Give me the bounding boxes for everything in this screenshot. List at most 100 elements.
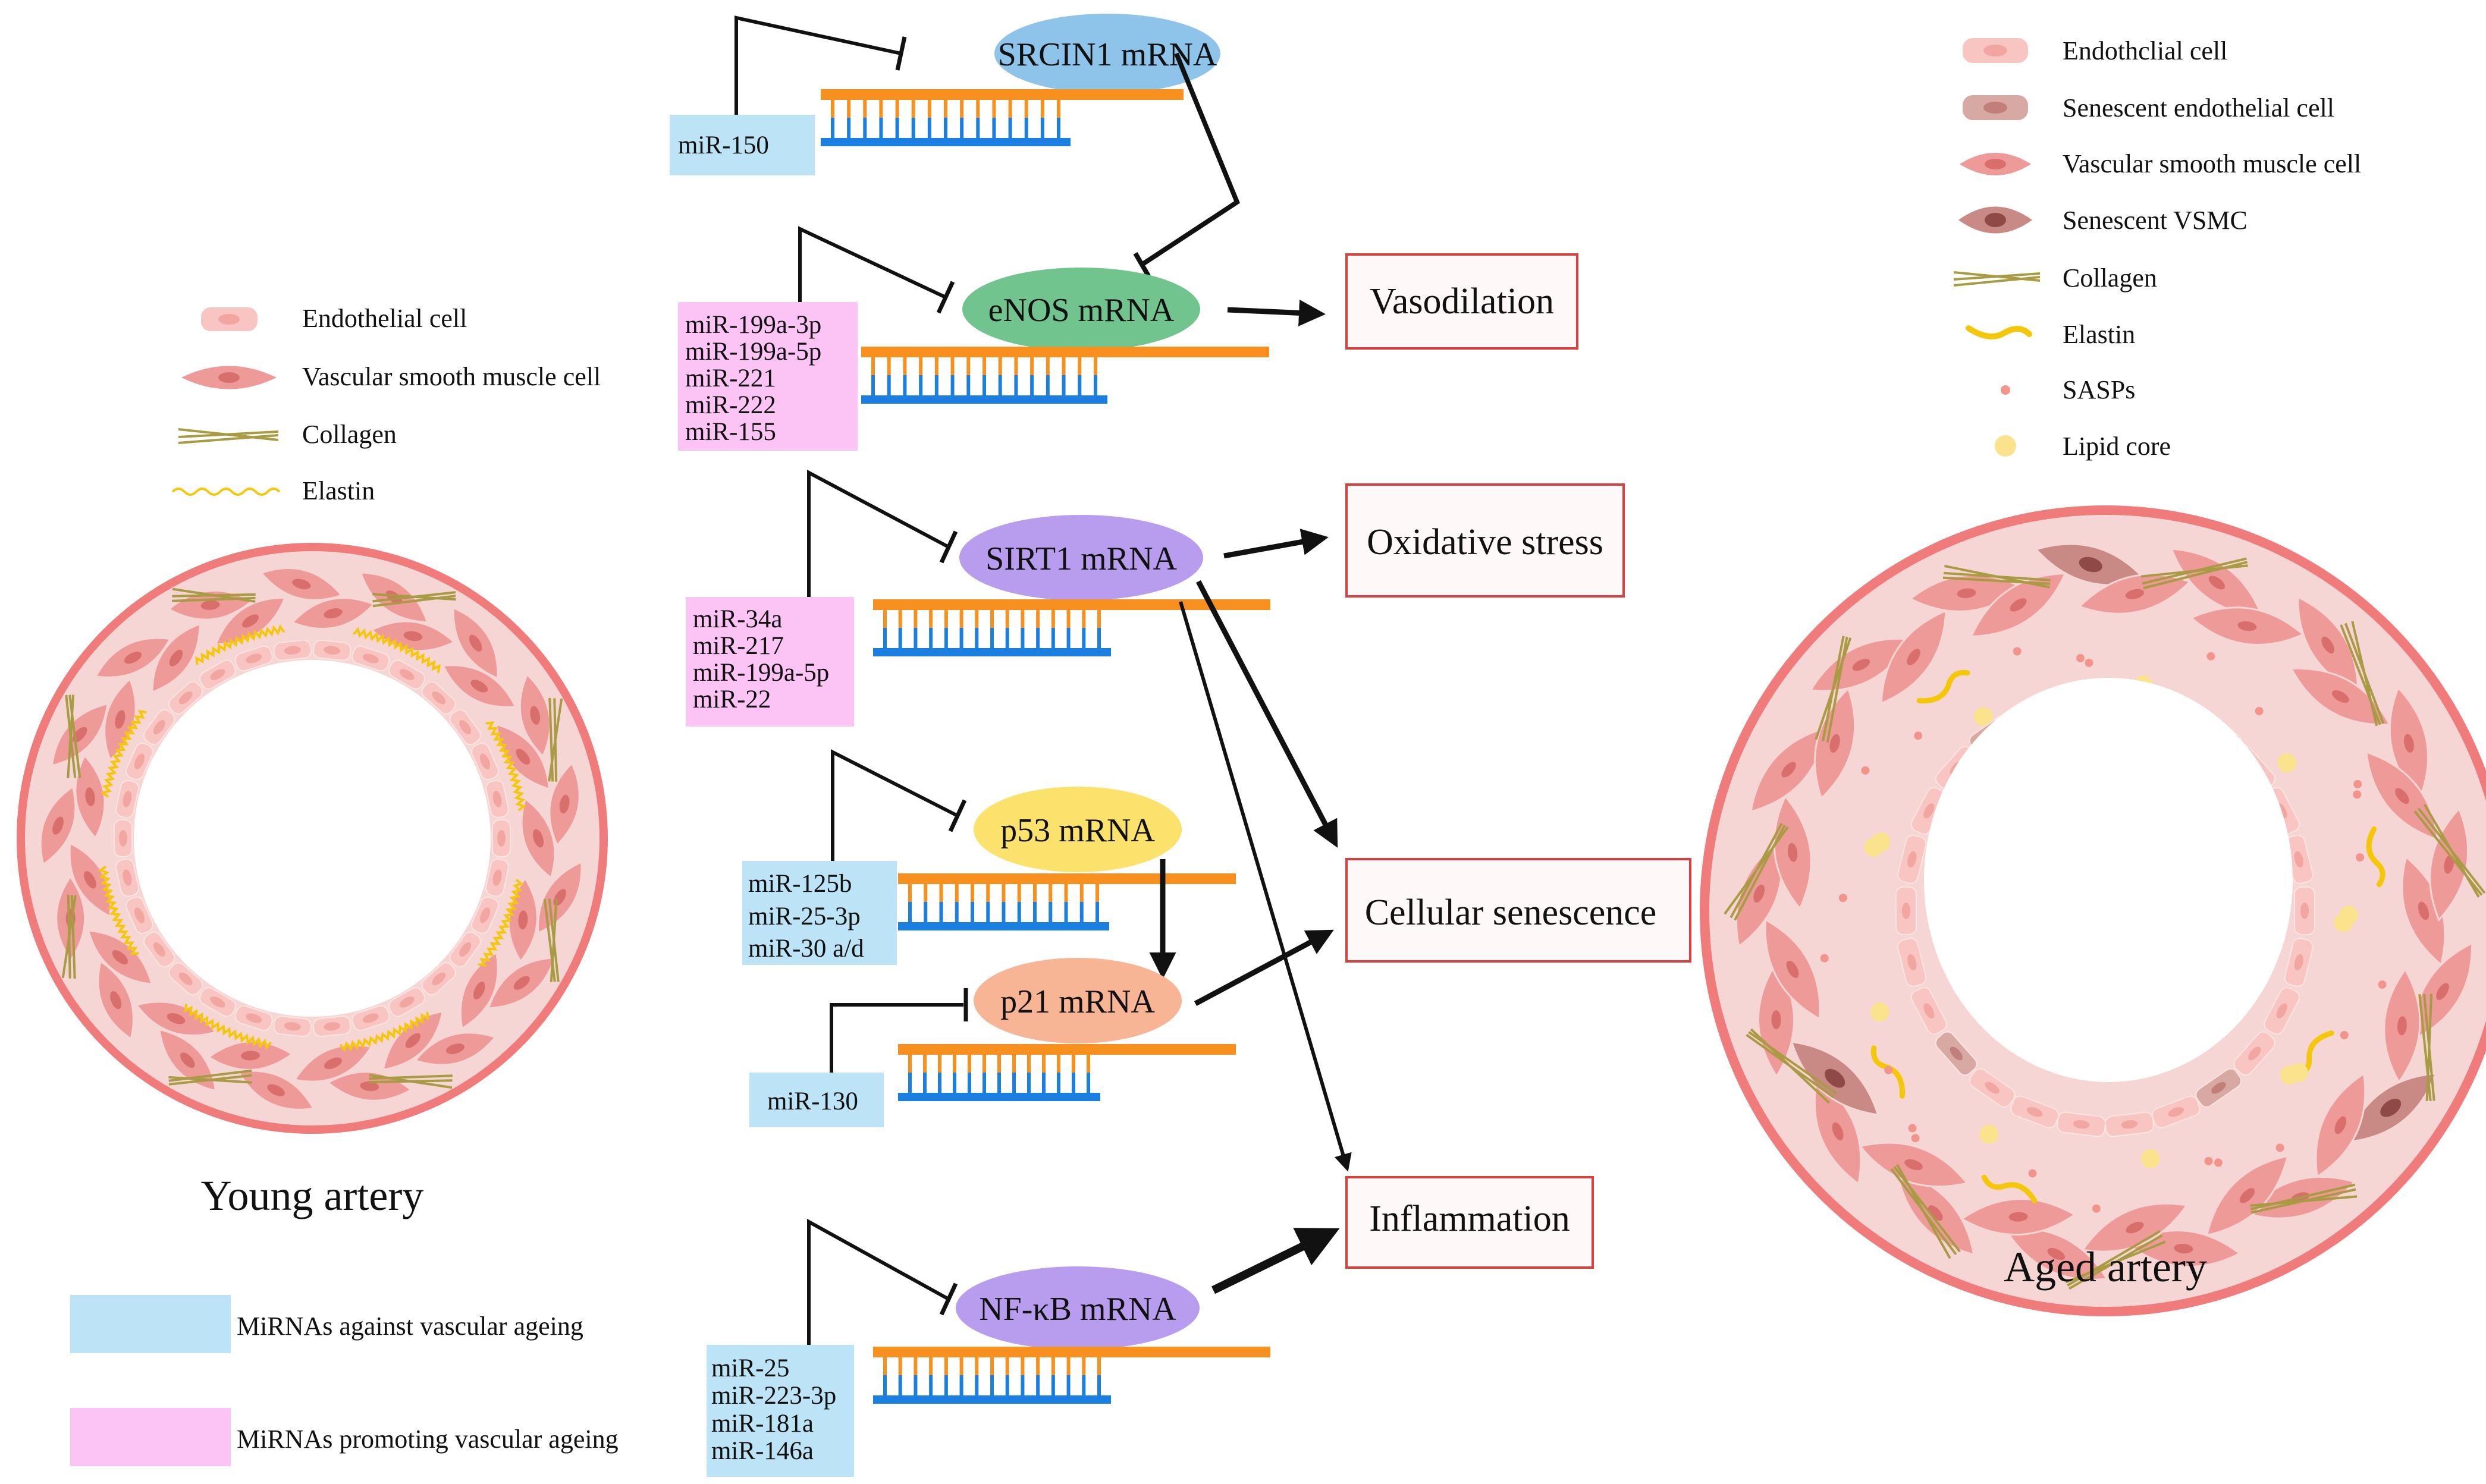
srcin1-mrna-node (994, 14, 1220, 93)
endothelial-nucleus (1907, 851, 1917, 868)
vsmc-cell (291, 597, 375, 630)
nfkb-mirna-2: miR-181a (711, 1410, 814, 1438)
sirt1-to-inflammation-arrow (1179, 601, 1352, 1172)
collagen-fiber (2068, 1234, 2163, 1290)
endothelial-nucleus (399, 996, 415, 1008)
collagen-fiber (2340, 624, 2381, 725)
endothelial-cell (471, 896, 499, 934)
vsmc-nucleus (2321, 636, 2335, 654)
endothelial-cell (2284, 938, 2314, 987)
young-artery-title: Young artery (201, 1172, 424, 1219)
elastin-strand (1916, 669, 1970, 704)
enos-mrna-label: eNOS mRNA (988, 292, 1175, 329)
endothelial-nucleus (362, 1013, 379, 1023)
sasp-dot (2013, 647, 2022, 656)
sirt1-mirna-box (686, 597, 854, 727)
pathway-sirt1: SIRT1 mRNA miR-34a miR-217 miR-199a-5p m… (686, 470, 1352, 1172)
lipid-droplet (2339, 906, 2358, 925)
vsmc-nucleus (110, 991, 122, 1010)
collagen-fiber (168, 1074, 252, 1086)
sasp-dot (2085, 658, 2093, 667)
sirt1-duplex (873, 599, 1270, 656)
collagen-fiber (369, 1079, 453, 1084)
p21-inhibition-line (830, 1003, 963, 1075)
vsmc-cell (487, 957, 556, 1010)
vsmc-nucleus (2239, 1188, 2255, 1203)
elastin-fiber (1916, 669, 1970, 704)
aged-legend-senescent-endothelial-icon (1963, 95, 2028, 120)
vsmc-cell (74, 754, 106, 840)
endothelial-nucleus (123, 869, 132, 886)
p53-mirna-1: miR-25-3p (748, 903, 861, 930)
elastin-fiber (101, 709, 147, 798)
endothelial-cell (471, 743, 499, 781)
endothelial-nucleus (123, 791, 132, 807)
vsmc-nucleus (1832, 1122, 1844, 1140)
pathway-srcin1: SRCIN1 mRNA miR-150 (670, 14, 1220, 175)
endothelial-nucleus (284, 1022, 301, 1031)
endothelial-nucleus (459, 942, 472, 957)
elastin-fiber (485, 721, 527, 812)
collagen-bundle (61, 895, 77, 979)
aged-legend-collagen-icon (1953, 271, 2041, 287)
senescent-endothelial-cell (2195, 1068, 2242, 1108)
collagen-fiber (172, 596, 256, 602)
young-legend-label-0: Endothelial cell (302, 304, 467, 333)
elastin-strand (2366, 826, 2385, 888)
enos-mirna-0: miR-199a-3p (685, 311, 821, 339)
srcin1-to-enos-inhibition (1140, 52, 1240, 267)
mrna-strand (873, 599, 1270, 610)
sirt1-mrna-node (959, 515, 1203, 600)
sasp-dot (2076, 653, 2085, 662)
vsmc-nucleus (2395, 788, 2409, 804)
elastin-fiber (195, 624, 285, 665)
vsmc-cell (452, 606, 499, 680)
aged-artery-title: Aged artery (2004, 1243, 2207, 1291)
nfkb-mrna-label: NF-κB mRNA (979, 1291, 1176, 1328)
elastin-fiber (2366, 826, 2385, 888)
vsmc-cell (2388, 686, 2430, 801)
enos-mirna-4: miR-155 (685, 418, 776, 446)
sasp-dot (2204, 1157, 2213, 1166)
vsmc-cell (259, 567, 343, 601)
p21-mirna-0: miR-130 (767, 1087, 858, 1115)
collagen-fiber (2250, 1183, 2356, 1211)
pathway-p53: p53 mRNA miR-125b miR-25-3p miR-30 a/d (742, 749, 1236, 979)
endothelial-cell (2151, 1095, 2201, 1128)
aged-legend-label-3: Senescent VSMC (2063, 206, 2248, 235)
vsmc-cell (39, 785, 77, 866)
endothelial-cell (168, 681, 203, 715)
sasp-dot (1820, 954, 1829, 963)
aged-legend-senescent-vsmc-icon (1958, 206, 2032, 234)
sasp-dot (2255, 707, 2264, 716)
p53-inhibition-line (831, 749, 959, 863)
sasp-dot (2340, 1031, 2349, 1040)
vsmc-cell (359, 571, 429, 624)
outcome-oxidative-stress: Oxidative stress (1345, 483, 1625, 598)
aged-legend-vsmc-icon (1960, 153, 2031, 175)
collagen-bundle (369, 1074, 453, 1089)
endothelial-cell (199, 987, 236, 1017)
aged-legend-label-4: Collagen (2063, 263, 2157, 293)
sirt1-mirna-3: miR-22 (693, 686, 771, 713)
lipid-droplet (1870, 1002, 1889, 1022)
endothelial-nucleus (153, 942, 165, 957)
vsmc-cell (520, 797, 556, 880)
mrna-strand (898, 873, 1236, 884)
collagen-fiber (548, 898, 560, 982)
vsmc-nucleus (1825, 1068, 1845, 1088)
vsmc-nucleus (241, 1051, 260, 1061)
endothelial-nucleus (2026, 1107, 2043, 1117)
vsmc-nucleus (2436, 983, 2449, 1000)
pathway-p21: p21 mRNA miR-130 (749, 929, 1334, 1127)
vsmc-nucleus (180, 1052, 195, 1068)
endothelial-nucleus (2121, 1120, 2138, 1129)
elastin-fiber (98, 865, 139, 955)
vsmc-nucleus (405, 1033, 421, 1048)
vsmc-cell (293, 1044, 373, 1083)
vsmc-cell (441, 664, 517, 708)
elastin-fiber (478, 878, 524, 967)
mirna-key: MiRNAs against vascular ageing MiRNAs pr… (70, 1295, 619, 1466)
outcome-vasodilation: Vasodilation (1345, 253, 1578, 350)
collagen-bundle (2249, 1183, 2358, 1214)
